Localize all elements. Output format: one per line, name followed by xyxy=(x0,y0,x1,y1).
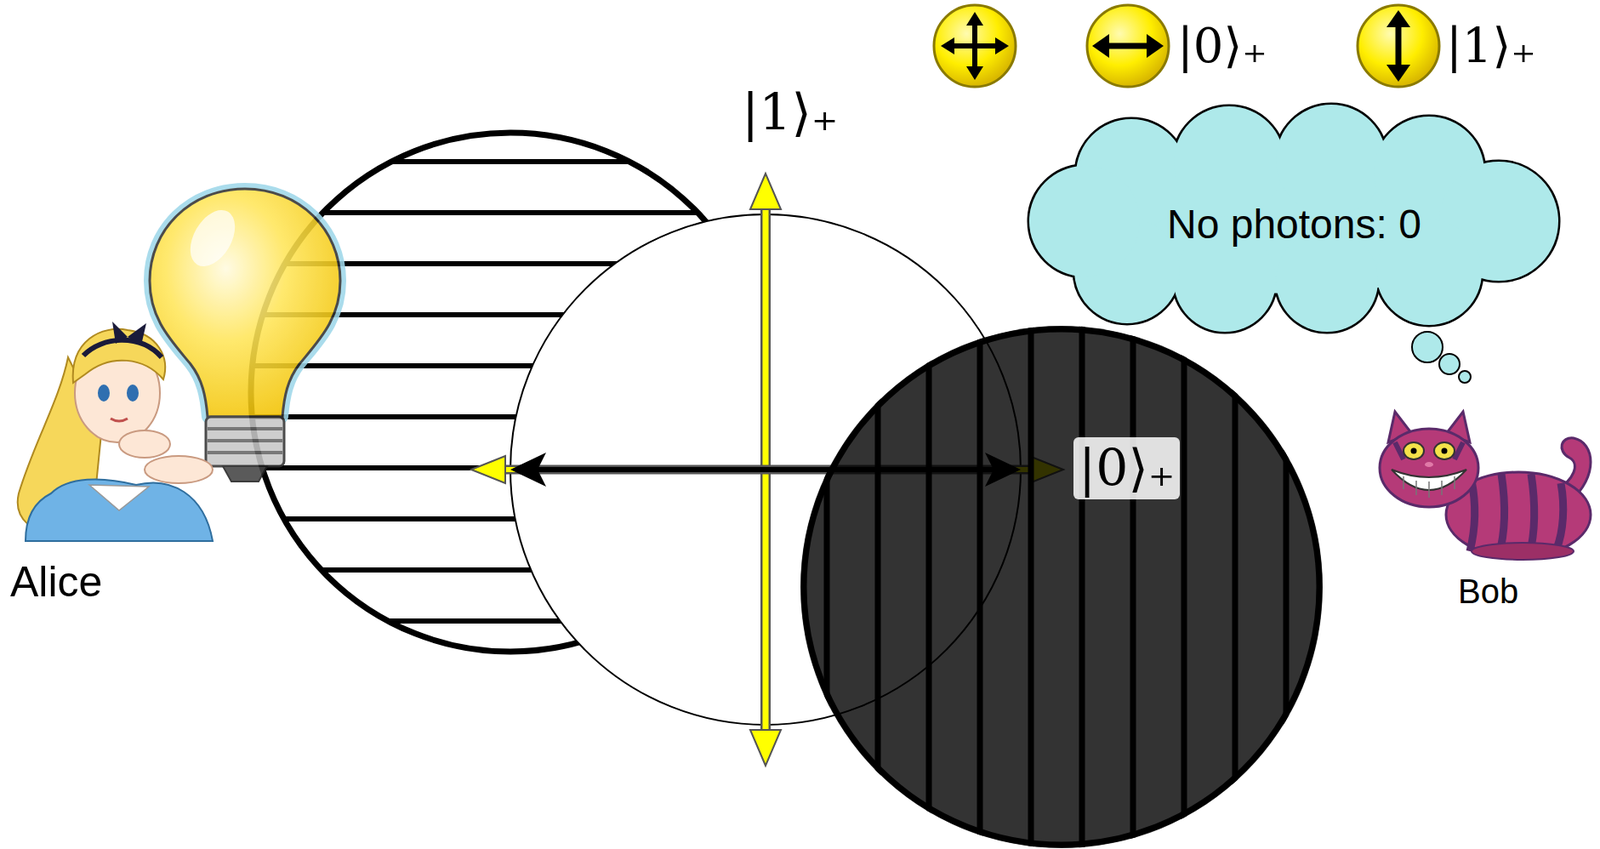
legend-icon xyxy=(1087,5,1169,87)
bob-figure xyxy=(1379,411,1591,560)
cloud-text: No photons: 0 xyxy=(1167,200,1422,248)
light-bulb xyxy=(149,188,341,482)
unpolarized-icon xyxy=(933,5,1016,87)
thought-cloud: No photons: 0 xyxy=(1020,102,1567,337)
legend-text: |1⟩₊ xyxy=(1446,18,1537,74)
person-name: Bob xyxy=(1457,571,1519,611)
legend-text: |0⟩₊ xyxy=(1177,18,1268,74)
vertical-polarizer xyxy=(800,314,1323,849)
legend-icon xyxy=(1357,5,1440,87)
person-name: Alice xyxy=(10,558,103,608)
alice-figure xyxy=(17,321,213,541)
state-label: |1⟩₊ xyxy=(741,83,838,143)
thought-bubbles xyxy=(1412,331,1471,383)
state-label: |0⟩₊ xyxy=(1073,437,1180,500)
